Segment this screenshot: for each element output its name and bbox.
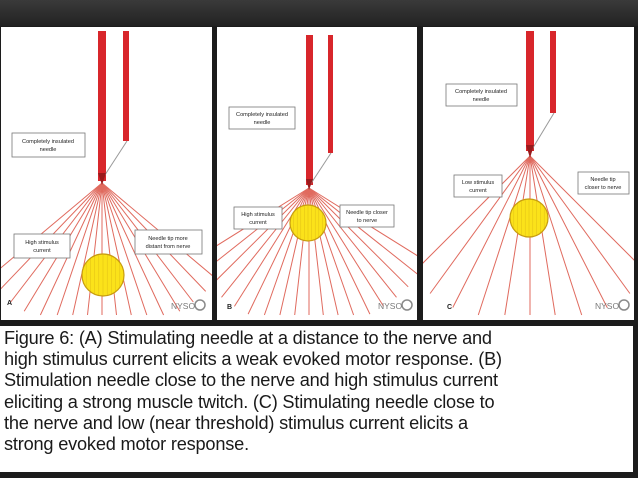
panel-b-diagram: Completely insulated needle High stimulu… — [217, 35, 417, 316]
svg-text:needle: needle — [473, 97, 490, 103]
svg-text:Completely insulated: Completely insulated — [236, 112, 288, 118]
svg-text:to nerve: to nerve — [357, 218, 377, 224]
stimulus-ray — [529, 155, 608, 308]
svg-text:distant from nerve: distant from nerve — [146, 244, 191, 250]
stimulus-ray — [101, 182, 132, 316]
svg-text:Needle tip: Needle tip — [590, 177, 615, 183]
caption-line: Figure 6: (A) Stimulating needle at a di… — [4, 328, 492, 348]
svg-text:closer to nerve: closer to nerve — [585, 185, 622, 191]
panel-letter: B — [227, 304, 232, 311]
stimulus-ray — [72, 182, 103, 316]
stimulus-ray — [529, 155, 631, 294]
needle-label: Completely insulated needle — [11, 132, 86, 158]
caption-line: Stimulation needle close to the nerve an… — [4, 370, 498, 391]
stimulus-ray — [217, 187, 310, 281]
panel-letter: C — [447, 304, 452, 311]
caption-line: high stimulus current elicits a weak evo… — [4, 349, 502, 370]
stimulus-ray — [529, 155, 634, 261]
panel-a: Completely insulated needle High stimulu… — [1, 27, 212, 320]
svg-text:NYSO: NYSO — [595, 301, 619, 311]
figure-caption: Figure 6: (A) Stimulating needle at a di… — [0, 326, 633, 472]
current-label: High stimulus current — [13, 233, 71, 259]
tip-label: Needle tip closer to nerve — [339, 204, 395, 228]
panel-letter: A — [7, 300, 12, 307]
svg-text:NYSO: NYSO — [378, 301, 402, 311]
stimulus-ray — [233, 187, 310, 307]
svg-text:Needle tip closer: Needle tip closer — [346, 210, 388, 216]
svg-text:Completely insulated: Completely insulated — [22, 139, 74, 145]
stimulus-ray — [308, 187, 397, 298]
stimulus-ray — [87, 182, 103, 316]
stimulus-ray — [39, 182, 103, 316]
needle — [526, 31, 556, 158]
svg-text:High stimulus: High stimulus — [241, 212, 275, 218]
needle — [98, 31, 129, 185]
svg-text:NYSO: NYSO — [171, 301, 195, 311]
panel-c-diagram: Completely insulated needle Low stimulus… — [423, 31, 634, 316]
top-band — [0, 0, 638, 26]
svg-text:Low stimulus: Low stimulus — [462, 180, 495, 186]
needle — [306, 35, 333, 190]
current-label: High stimulus current — [233, 206, 283, 230]
svg-text:current: current — [249, 220, 267, 226]
svg-text:High stimulus: High stimulus — [25, 240, 59, 246]
current-label: Low stimulus current — [453, 174, 503, 198]
nerve-fascicle-lines — [293, 205, 323, 241]
stimulus-ray — [529, 155, 556, 316]
tip-label: Needle tip more distant from nerve — [134, 229, 203, 255]
caption-line: eliciting a strong muscle twitch. (C) St… — [4, 391, 495, 412]
caption-line: strong evoked motor response. — [4, 434, 249, 455]
stimulus-ray — [101, 182, 165, 316]
stimulus-ray — [308, 187, 409, 288]
stimulus-ray — [504, 155, 531, 316]
svg-text:Completely insulated: Completely insulated — [455, 89, 507, 95]
panel-a-diagram: Completely insulated needle High stimulu… — [1, 31, 212, 316]
nysora-logo: NYSO — [171, 299, 206, 311]
stimulus-ray — [1, 182, 103, 269]
nerve-fascicle-lines — [513, 199, 545, 237]
stimulus-ray — [452, 155, 531, 308]
caption-line: the nerve and low (near threshold) stimu… — [4, 412, 468, 433]
needle-label: Completely insulated needle — [445, 83, 518, 107]
nerve-fascicle-lines — [85, 254, 121, 296]
nysora-logo: NYSO — [595, 299, 630, 311]
needle-label: Completely insulated needle — [228, 106, 296, 130]
nysora-logo: NYSO — [378, 299, 413, 311]
panel-c: Completely insulated needle Low stimulus… — [423, 27, 634, 320]
rays — [423, 155, 634, 316]
stimulus-ray — [308, 187, 385, 307]
svg-text:needle: needle — [40, 147, 57, 153]
stimulus-ray — [217, 187, 310, 262]
tip-label: Needle tip closer to nerve — [577, 171, 630, 195]
svg-text:current: current — [469, 188, 487, 194]
stimulus-ray — [529, 155, 583, 316]
panel-b: Completely insulated needle High stimulu… — [217, 27, 417, 320]
stimulus-ray — [477, 155, 531, 316]
stimulus-ray — [308, 187, 417, 275]
svg-text:current: current — [33, 248, 51, 254]
svg-text:needle: needle — [254, 120, 271, 126]
stimulus-ray — [101, 182, 148, 316]
stimulus-ray — [56, 182, 103, 316]
svg-text:Needle tip more: Needle tip more — [148, 236, 188, 242]
stimulus-ray — [429, 155, 531, 294]
stimulus-ray — [221, 187, 310, 298]
stimulus-ray — [423, 155, 531, 264]
